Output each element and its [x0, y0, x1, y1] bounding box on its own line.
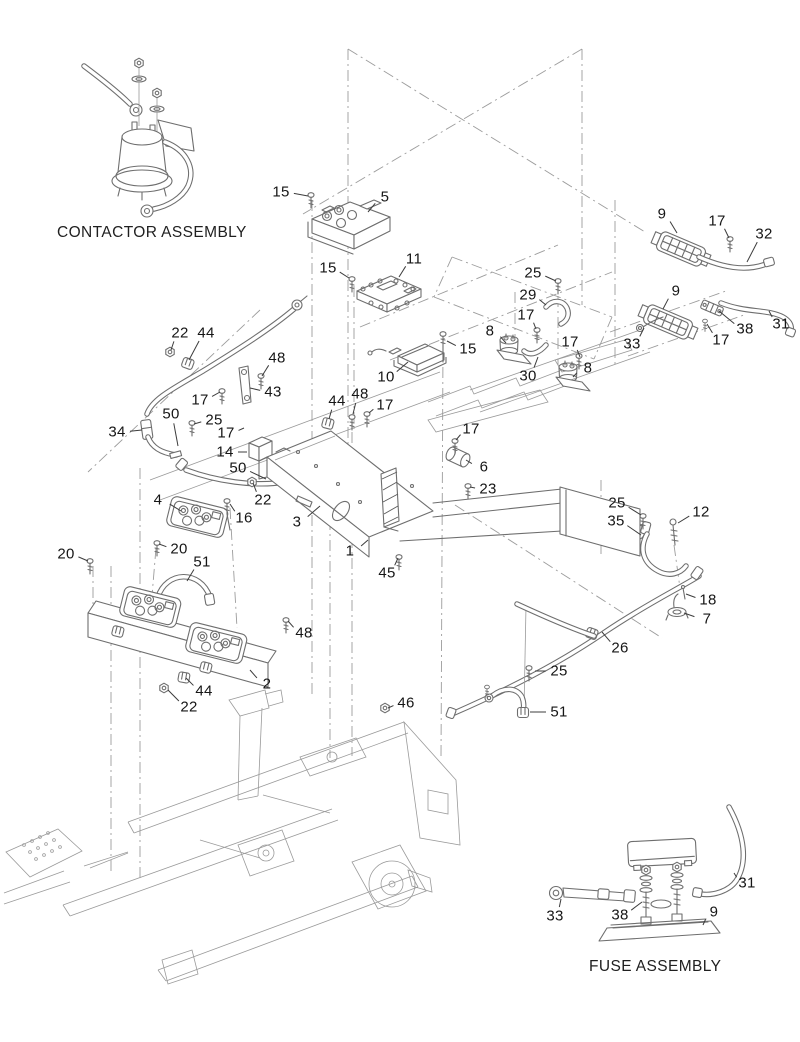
part-callout-18: 18: [699, 591, 717, 609]
part-callout-31: 31: [738, 874, 756, 892]
contactor-plate-art: [87, 494, 277, 688]
fuse-assembly-title: FUSE ASSEMBLY: [589, 958, 722, 975]
part-callout-5: 5: [380, 188, 390, 206]
part-callout-9: 9: [657, 205, 667, 223]
part-callout-17: 17: [462, 420, 480, 438]
module-10-art: [367, 343, 447, 377]
part-callout-8: 8: [485, 322, 495, 340]
background-frame-lines: [149, 329, 651, 501]
part-callout-17: 17: [217, 424, 235, 442]
part-callout-12: 12: [692, 503, 710, 521]
part-callout-20: 20: [57, 545, 75, 563]
part-callout-22: 22: [180, 698, 198, 716]
bottom-hose-group-art: [484, 601, 597, 719]
part-callout-38: 38: [611, 906, 629, 924]
part-callout-29: 29: [519, 286, 537, 304]
part-callout-25: 25: [205, 411, 223, 429]
part-callout-17: 17: [561, 333, 579, 351]
part-callout-46: 46: [397, 694, 415, 712]
part-callout-43: 43: [264, 383, 282, 401]
part-callout-26: 26: [611, 639, 629, 657]
part-callout-30: 30: [519, 367, 537, 385]
part-callout-4: 4: [153, 491, 163, 509]
part-callout-15: 15: [319, 259, 337, 277]
part-callout-51: 51: [550, 703, 568, 721]
part-callout-38: 38: [736, 320, 754, 338]
part-callout-11: 11: [405, 250, 423, 268]
module-5-art: [307, 199, 391, 255]
chassis-frame-art: [3, 689, 461, 985]
part-callout-32: 32: [755, 225, 773, 243]
part-callout-7: 7: [702, 610, 712, 628]
part-callout-44: 44: [197, 324, 215, 342]
part-callout-25: 25: [524, 264, 542, 282]
part-callout-48: 48: [268, 349, 286, 367]
part-callout-14: 14: [216, 443, 234, 461]
part-callout-15: 15: [272, 183, 290, 201]
mounting-panel-art: [258, 430, 646, 558]
part-callout-17: 17: [191, 391, 209, 409]
part-callout-1: 1: [345, 542, 355, 560]
part-callout-48: 48: [351, 385, 369, 403]
part-callout-23: 23: [479, 480, 497, 498]
part-callout-34: 34: [108, 423, 126, 441]
part-callout-50: 50: [229, 459, 247, 477]
part-callout-10: 10: [377, 368, 395, 386]
part-callout-6: 6: [479, 458, 489, 476]
part-callout-15: 15: [459, 340, 477, 358]
part-callout-31: 31: [772, 315, 790, 333]
part-callout-33: 33: [546, 907, 564, 925]
fastener-hardware-art: [86, 192, 734, 714]
part-callout-3: 3: [292, 513, 302, 531]
part-callout-9: 9: [671, 282, 681, 300]
solenoid-group-art: [496, 298, 591, 392]
fuse-block-group-art: [635, 227, 797, 344]
part-callout-45: 45: [378, 564, 396, 582]
contactor-assembly-title: CONTACTOR ASSEMBLY: [57, 224, 247, 241]
part-callout-25: 25: [608, 494, 626, 512]
part-callout-48: 48: [295, 624, 313, 642]
part-callout-20: 20: [170, 540, 188, 558]
part-callout-44: 44: [328, 392, 346, 410]
part-callout-35: 35: [607, 512, 625, 530]
part-callout-50: 50: [162, 405, 180, 423]
part-callout-2: 2: [262, 675, 272, 693]
part-callout-25: 25: [550, 662, 568, 680]
part-callout-51: 51: [193, 553, 211, 571]
part-callout-8: 8: [583, 359, 593, 377]
part-callout-22: 22: [171, 324, 189, 342]
part-callout-9: 9: [709, 903, 719, 921]
module-11-art: [356, 275, 422, 313]
part-callout-17: 17: [376, 396, 394, 414]
part-callout-33: 33: [623, 335, 641, 353]
part-callout-17: 17: [712, 331, 730, 349]
part-callout-17: 17: [517, 306, 535, 324]
fuse-assembly-art: [548, 804, 747, 942]
part-callout-44: 44: [195, 682, 213, 700]
part-callout-17: 17: [708, 212, 726, 230]
part-callout-22: 22: [254, 491, 272, 509]
part-callout-16: 16: [235, 509, 253, 527]
contactor-assembly-art: [81, 57, 195, 218]
